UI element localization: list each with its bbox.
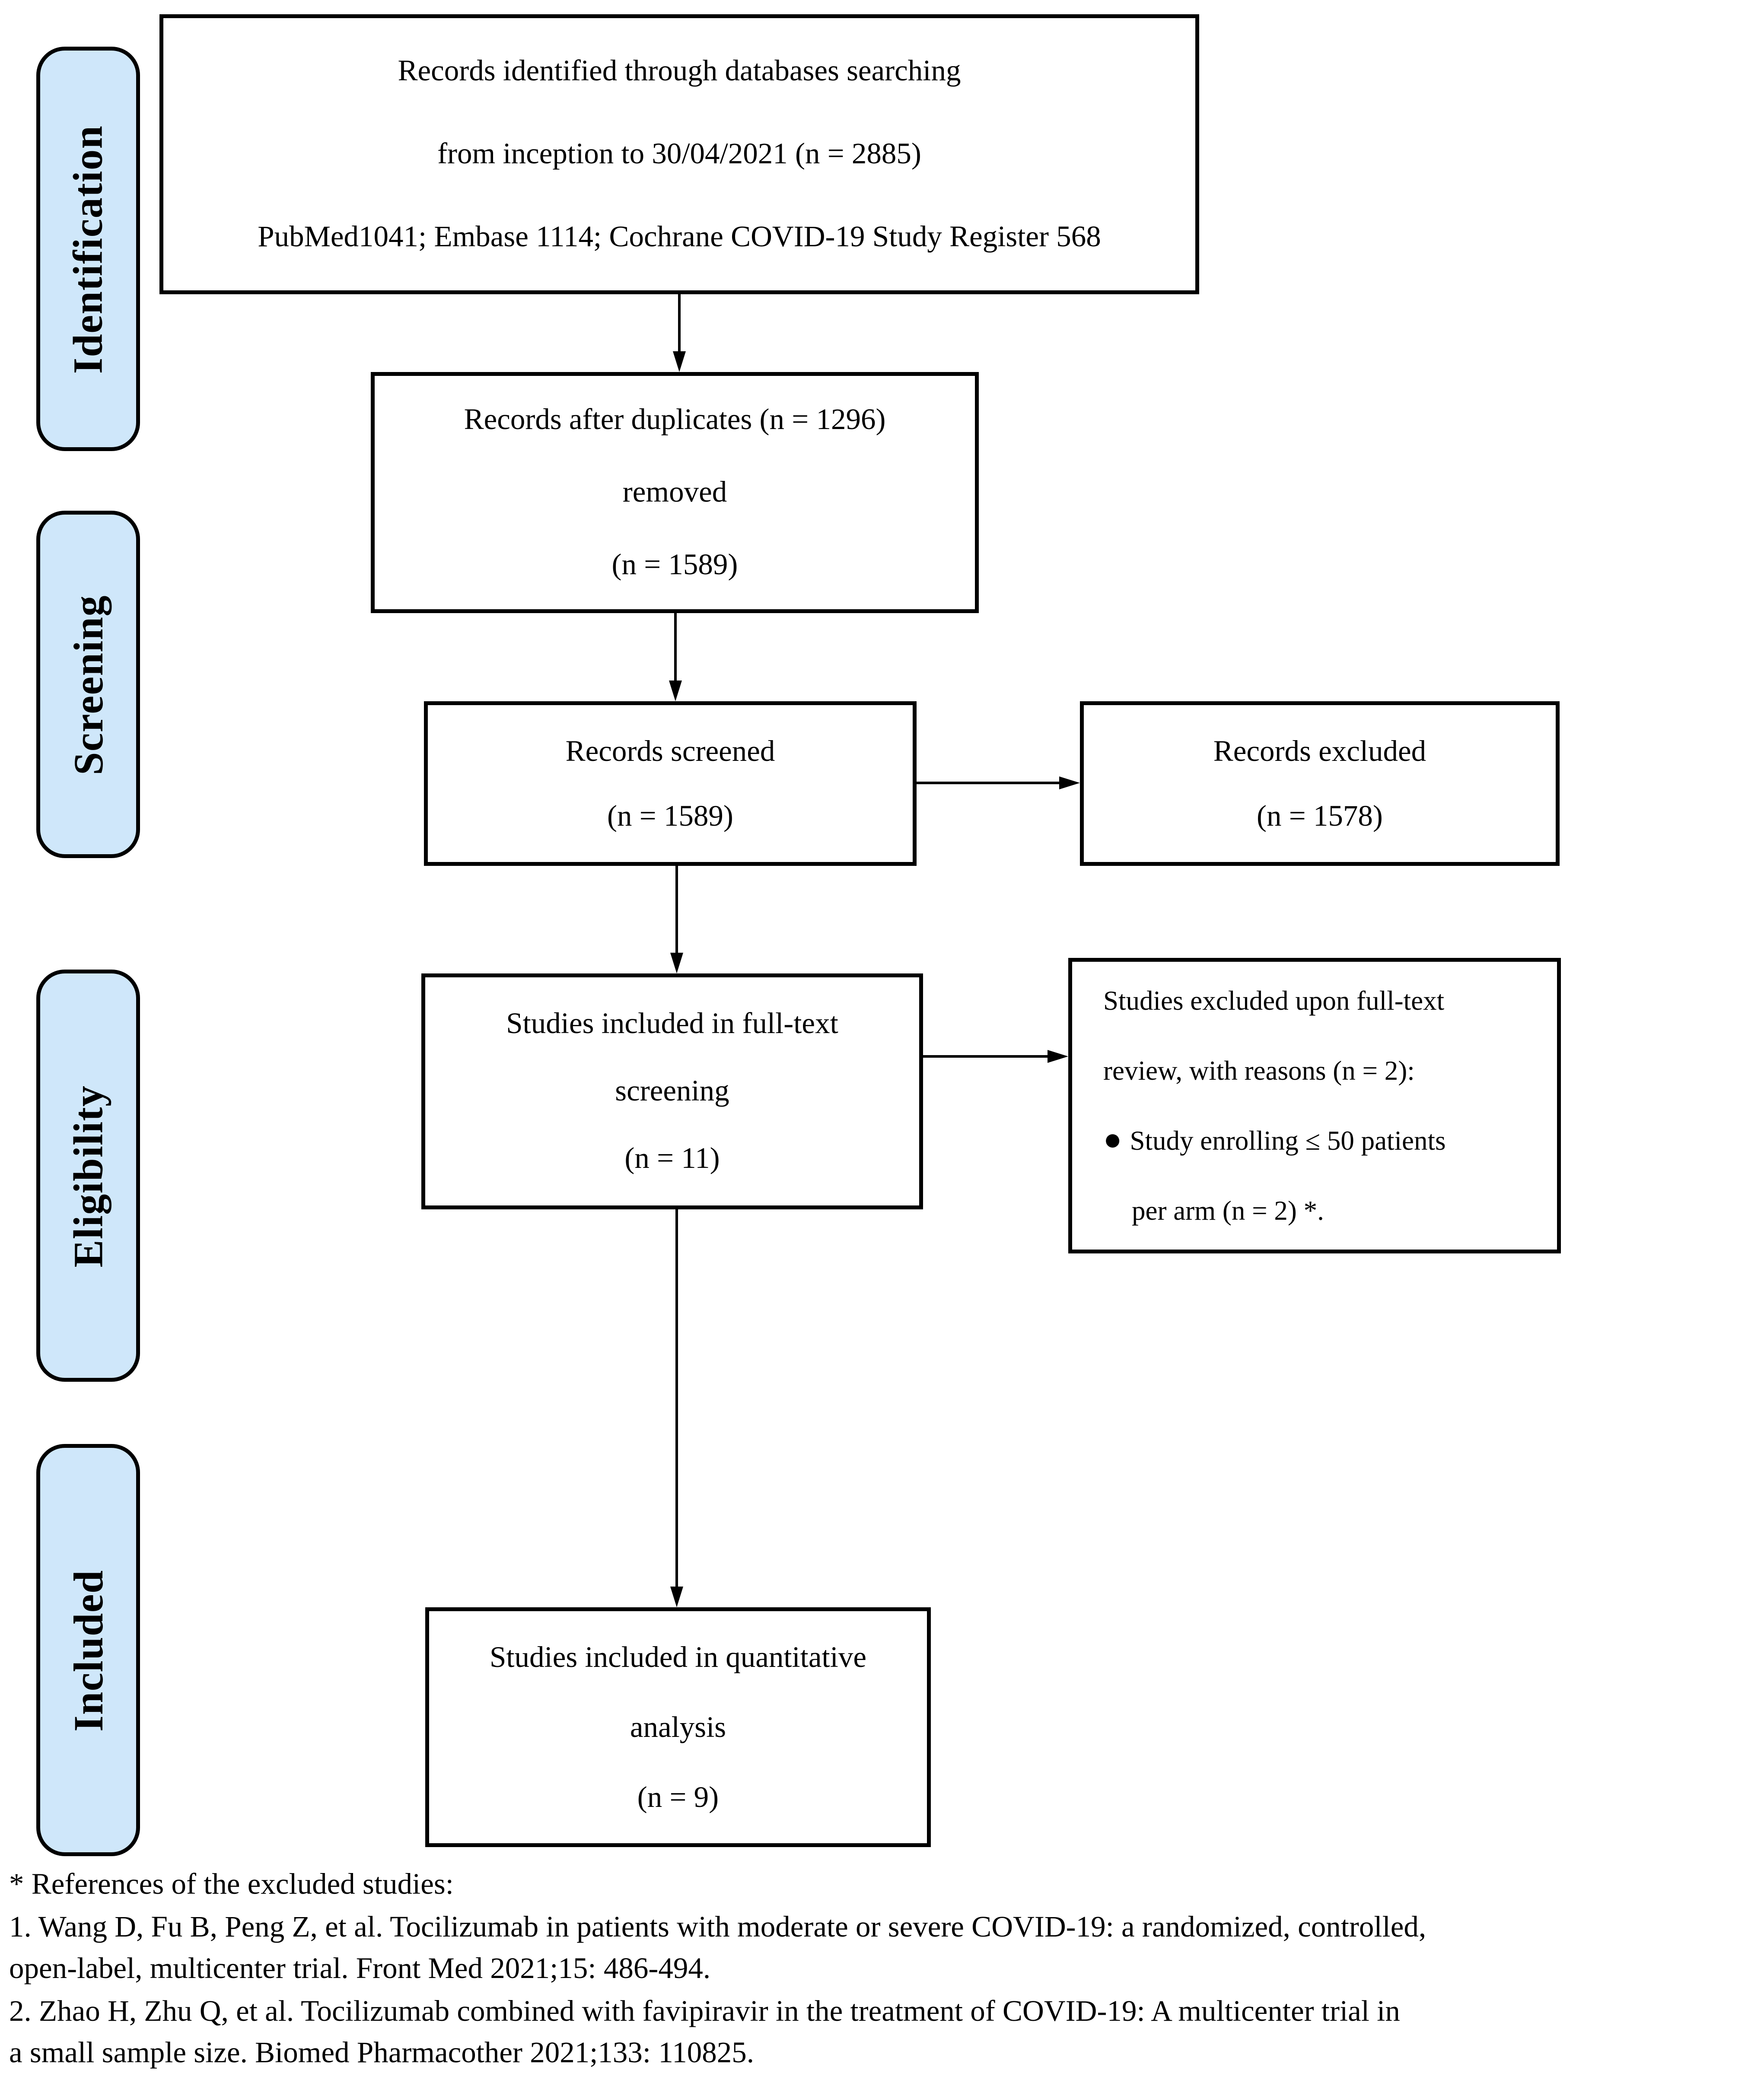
- text-line: (n = 9): [637, 1780, 719, 1813]
- flow-box-records-excluded: Records excluded (n = 1578): [1080, 701, 1560, 866]
- arrow-down-icon: [669, 681, 682, 701]
- flow-box-fulltext-excluded: Studies excluded upon full-text review, …: [1068, 958, 1561, 1253]
- text-line: Studies included in full-text: [506, 1007, 838, 1040]
- stage-label-included: Included: [64, 1569, 111, 1731]
- footnote-line: open-label, multicenter trial. Front Med…: [9, 1952, 711, 1984]
- stage-box-identification: Identification: [36, 47, 140, 451]
- arrow-fulltext-to-ftexcluded-line: [923, 1055, 1050, 1058]
- arrow-right-icon: [1048, 1050, 1068, 1063]
- arrow-screened-to-fulltext-line: [675, 866, 678, 955]
- flow-box-records-after-duplicates: Records after duplicates (n = 1296) remo…: [371, 372, 979, 613]
- text-line: (n = 11): [624, 1142, 720, 1174]
- text-line: (n = 1589): [611, 548, 738, 581]
- text-line: from inception to 30/04/2021 (n = 2885): [437, 137, 921, 170]
- arrow-down-icon: [673, 351, 686, 372]
- text-line: Records excluded: [1213, 734, 1426, 767]
- arrow-down-icon: [670, 1587, 683, 1607]
- flow-box-records-screened: Records screened (n = 1589): [424, 701, 917, 866]
- text-line: Studies included in quantitative: [490, 1640, 866, 1673]
- footnote-line: 2. Zhao H, Zhu Q, et al. Tocilizumab com…: [9, 1994, 1400, 2027]
- footnote-line: 1. Wang D, Fu B, Peng Z, et al. Tocilizu…: [9, 1910, 1426, 1943]
- text-line: Records screened: [565, 734, 775, 767]
- stage-box-eligibility: Eligibility: [36, 970, 140, 1382]
- text-line: per arm (n = 2) *.: [1132, 1195, 1324, 1226]
- arrow-dedup-to-screened-line: [674, 613, 677, 683]
- bullet-icon: ●: [1103, 1124, 1122, 1158]
- text-line: (n = 1578): [1257, 799, 1383, 832]
- footnotes: * References of the excluded studies: 1.…: [9, 1864, 1759, 2075]
- arrow-fulltext-to-included-line: [675, 1209, 678, 1589]
- text-line: Study enrolling ≤ 50 patients: [1130, 1125, 1446, 1156]
- stage-box-included: Included: [36, 1444, 140, 1856]
- stage-label-identification: Identification: [64, 124, 111, 373]
- footnote-line: a small sample size. Biomed Pharmacother…: [9, 2036, 755, 2069]
- arrow-down-icon: [670, 953, 683, 973]
- text-line: Studies excluded upon full-text: [1103, 985, 1445, 1016]
- flow-box-fulltext-screening: Studies included in full-text screening …: [421, 973, 923, 1209]
- arrow-screened-to-excluded-line: [917, 782, 1062, 784]
- flow-box-records-identified: Records identified through databases sea…: [159, 14, 1199, 294]
- arrow-identified-to-dedup-line: [678, 294, 681, 354]
- stage-label-eligibility: Eligibility: [64, 1084, 111, 1267]
- arrow-right-icon: [1059, 776, 1080, 789]
- flow-box-included-quantitative: Studies included in quantitative analysi…: [425, 1607, 931, 1847]
- text-line: Records after duplicates (n = 1296): [464, 403, 886, 436]
- text-line: Records identified through databases sea…: [398, 54, 961, 87]
- text-line: analysis: [630, 1710, 726, 1743]
- text-line: PubMed1041; Embase 1114; Cochrane COVID-…: [258, 220, 1101, 253]
- text-line: review, with reasons (n = 2):: [1103, 1055, 1415, 1086]
- stage-box-screening: Screening: [36, 511, 140, 858]
- footnote-line: * References of the excluded studies:: [9, 1868, 454, 1900]
- bullet-line: ● Study enrolling ≤ 50 patients: [1103, 1106, 1446, 1176]
- text-line: removed: [622, 476, 727, 508]
- text-line: (n = 1589): [607, 799, 733, 832]
- text-line: screening: [615, 1075, 729, 1107]
- stage-label-screening: Screening: [64, 594, 111, 775]
